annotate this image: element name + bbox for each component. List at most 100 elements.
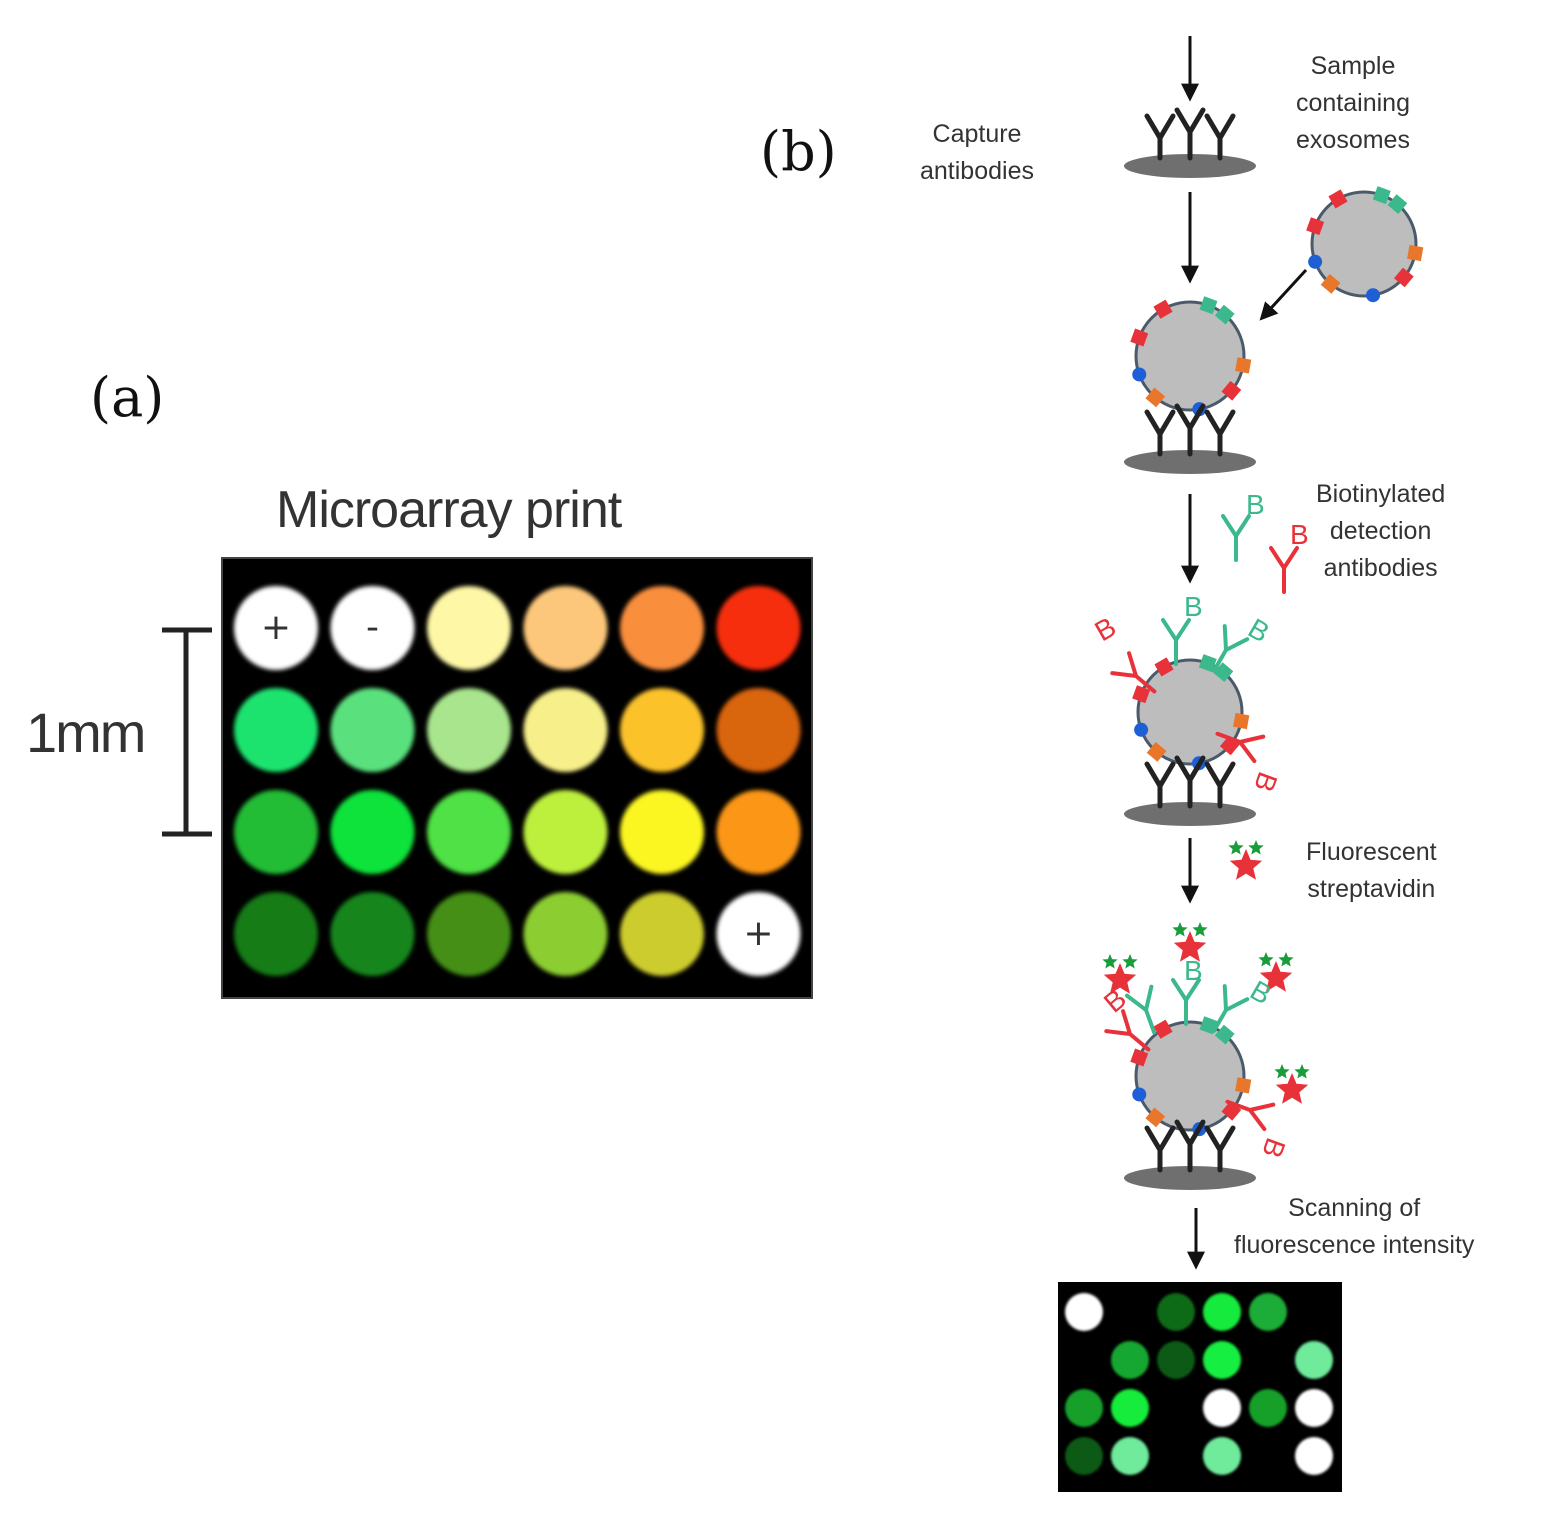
surface-marker <box>1306 217 1325 236</box>
surface-marker <box>1372 186 1391 205</box>
array-spot <box>523 586 608 670</box>
sample-label: Sample containing exosomes <box>1296 52 1410 154</box>
streptavidin-star <box>1259 961 1293 992</box>
surface-marker <box>1387 194 1408 215</box>
surface-marker <box>1221 380 1242 401</box>
control-mark: + <box>261 607 291 648</box>
biotin-label: B <box>1243 612 1275 648</box>
result-spot <box>1157 1293 1195 1331</box>
array-spot <box>234 790 318 874</box>
array-spot <box>427 892 511 976</box>
surface-marker <box>1130 328 1149 347</box>
result-spot <box>1249 1293 1287 1331</box>
antibody <box>1104 1009 1151 1052</box>
array-spot <box>716 790 801 874</box>
surface-marker <box>1154 657 1174 677</box>
array-spot <box>523 892 608 976</box>
fluor-green <box>1278 952 1294 967</box>
result-spot <box>1157 1341 1195 1379</box>
antibody <box>1269 546 1299 594</box>
antibody <box>1212 624 1250 673</box>
surface-marker <box>1130 1048 1149 1067</box>
streptavidin-star <box>1275 1073 1309 1104</box>
biotin-label: B <box>1246 489 1265 520</box>
streptavidin-label: Fluorescent streptavidin <box>1306 838 1437 903</box>
microarray-title: Microarray print <box>276 481 622 539</box>
surface-marker <box>1198 654 1217 673</box>
streptavidin-star <box>1173 931 1207 962</box>
array-spot <box>716 586 801 670</box>
result-spot <box>1203 1437 1241 1475</box>
biotinylated-label: Biotinylated detection antibodies <box>1316 480 1446 582</box>
antibody <box>1215 731 1266 764</box>
array-spot <box>716 892 801 976</box>
scan-result-slide <box>1058 1282 1342 1492</box>
array-spot <box>427 790 511 874</box>
fluor-green <box>1294 1064 1310 1079</box>
array-spot <box>620 892 704 976</box>
fluor-green <box>1102 954 1118 969</box>
result-spot <box>1249 1389 1287 1427</box>
array-spot <box>330 892 415 976</box>
fluor-green <box>1172 922 1188 937</box>
surface-marker <box>1393 267 1414 288</box>
array-spot <box>620 586 704 670</box>
antibody <box>1110 651 1157 694</box>
capture-plate <box>1124 1119 1256 1190</box>
antibody <box>1221 514 1251 562</box>
surface-marker <box>1146 741 1167 762</box>
exosome <box>1130 1016 1252 1137</box>
array-spot <box>234 892 318 976</box>
capture-antibodies-label: Capture antibodies <box>920 120 1034 185</box>
result-spot <box>1295 1341 1333 1379</box>
antibody <box>1124 984 1157 1035</box>
result-spot <box>1111 1437 1149 1475</box>
surface-marker <box>1328 189 1348 209</box>
surface-marker <box>1134 722 1149 737</box>
free-exosome <box>1306 186 1424 303</box>
surface-marker <box>1233 712 1250 730</box>
surface-marker <box>1132 367 1147 382</box>
antibody <box>1161 618 1191 666</box>
control-mark: + <box>743 913 773 954</box>
array-spot <box>427 688 511 772</box>
array-spot <box>620 688 704 772</box>
biotin-label: B <box>1184 591 1203 622</box>
fluor-green <box>1228 840 1244 855</box>
surface-marker <box>1366 288 1381 303</box>
result-spot <box>1295 1389 1333 1427</box>
array-spot <box>716 688 801 772</box>
fluor-green <box>1248 840 1264 855</box>
streptavidin-star <box>1103 963 1137 994</box>
surface-marker <box>1199 296 1218 315</box>
surface-marker <box>1407 244 1424 262</box>
fluor-green <box>1122 954 1138 969</box>
surface-marker <box>1214 1024 1235 1045</box>
surface-marker <box>1308 254 1323 269</box>
capture-plate <box>1124 107 1256 178</box>
array-spot <box>330 586 415 670</box>
arrow <box>1259 268 1308 321</box>
surface-marker <box>1145 387 1166 408</box>
biotin-label: B <box>1256 1134 1292 1162</box>
panel-b-label: (b) <box>760 120 837 183</box>
array-spot <box>330 790 415 874</box>
result-spot <box>1065 1293 1103 1331</box>
streptavidin-star <box>1229 849 1263 880</box>
fluor-green <box>1192 922 1208 937</box>
biotin-label: B <box>1090 611 1122 647</box>
biotin-label: B <box>1290 519 1309 550</box>
biotin-label: B <box>1184 955 1203 986</box>
capture-plate <box>1124 755 1256 826</box>
result-spot <box>1111 1341 1149 1379</box>
array-spot <box>234 586 318 670</box>
scale-bar-label: 1mm <box>26 701 146 764</box>
array-spot <box>523 790 608 874</box>
fluor-green <box>1258 952 1274 967</box>
array-spot <box>620 790 704 874</box>
antibody <box>1171 978 1201 1026</box>
antibody <box>1212 984 1250 1033</box>
